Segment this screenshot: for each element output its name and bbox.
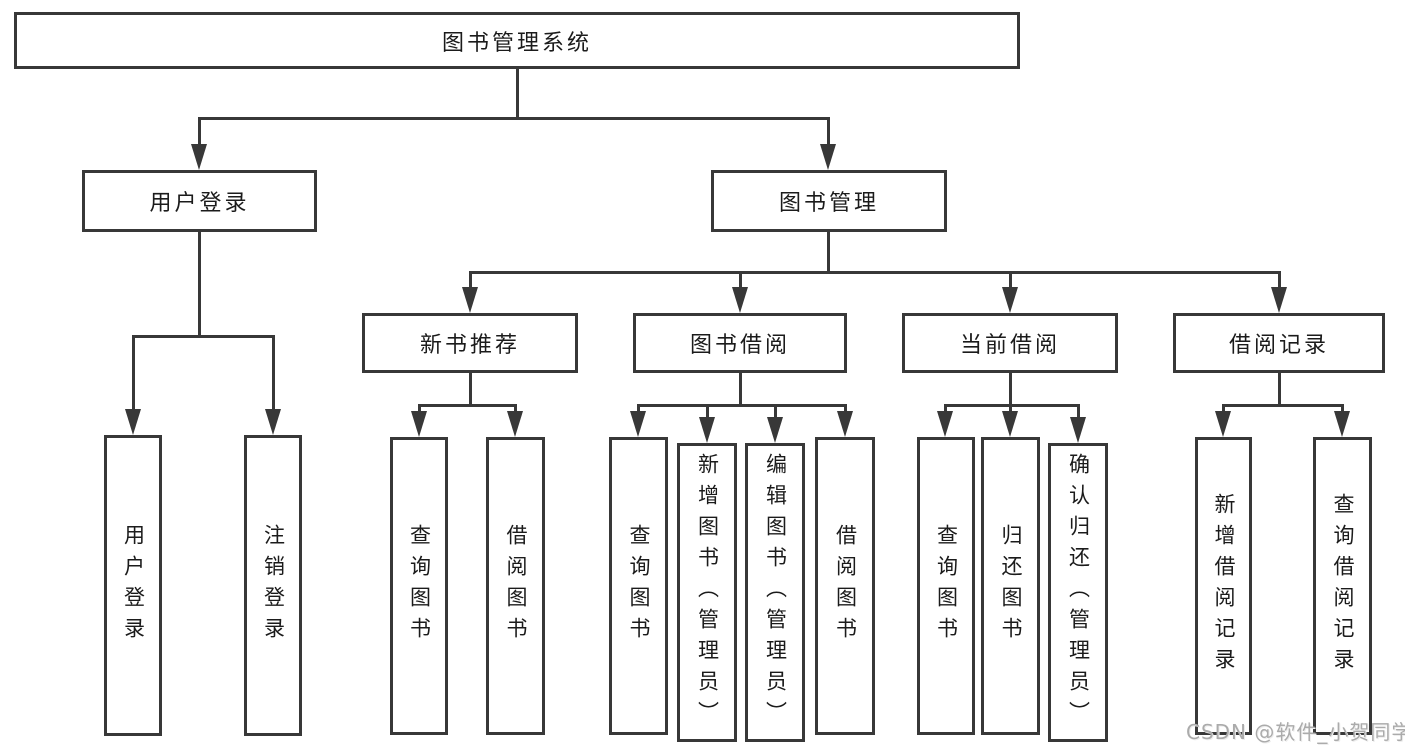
node-label: 新增图书（管理员） xyxy=(695,453,720,732)
node-borrowing-records: 借阅记录 xyxy=(1173,313,1385,373)
connector-line xyxy=(1008,373,1012,407)
node-leaf-borrow-books-1: 借阅图书 xyxy=(486,437,545,735)
connector-line xyxy=(1221,403,1344,407)
arrow-down-icon xyxy=(820,144,836,170)
node-label: 借阅记录 xyxy=(1228,333,1329,358)
arrow-down-icon xyxy=(125,409,141,435)
connector-line xyxy=(738,272,742,291)
connector-line xyxy=(468,272,472,291)
arrow-down-icon xyxy=(265,409,281,435)
connector-line xyxy=(468,373,472,407)
connector-line xyxy=(131,336,135,413)
node-leaf-query-books-1: 查询图书 xyxy=(390,437,448,735)
watermark: CSDN @软件_小贺同学 xyxy=(1186,720,1405,744)
connector-line xyxy=(943,405,947,415)
node-label: 注销登录 xyxy=(261,523,286,648)
connector-line xyxy=(843,405,847,415)
connector-line xyxy=(826,118,830,148)
connector-line xyxy=(1008,405,1012,415)
arrow-down-icon xyxy=(699,417,715,443)
connector-line xyxy=(636,403,847,407)
connector-line xyxy=(773,405,777,421)
node-leaf-borrow-books-2: 借阅图书 xyxy=(815,437,875,735)
node-label: 图书管理系统 xyxy=(441,30,592,56)
node-leaf-confirm-return-admin: 确认归还（管理员） xyxy=(1048,443,1108,742)
node-label: 借阅图书 xyxy=(504,524,528,648)
node-leaf-query-books-3: 查询图书 xyxy=(917,437,975,735)
node-book-management: 图书管理 xyxy=(711,170,947,232)
arrow-down-icon xyxy=(767,417,783,443)
connector-line xyxy=(826,232,830,274)
node-label: 图书管理 xyxy=(778,191,879,216)
arrow-down-icon xyxy=(1271,287,1287,313)
node-label: 查询图书 xyxy=(934,524,959,648)
connector-line xyxy=(513,405,517,415)
connector-line xyxy=(943,403,1080,407)
node-leaf-edit-books-admin: 编辑图书（管理员） xyxy=(745,443,805,742)
node-label: 用户登录 xyxy=(121,523,146,648)
node-label: 查询图书 xyxy=(407,524,432,648)
arrow-down-icon xyxy=(411,411,427,437)
node-leaf-query-borrow-record: 查询借阅记录 xyxy=(1313,437,1372,735)
node-current-borrowing: 当前借阅 xyxy=(902,313,1118,373)
node-label: 查询借阅记录 xyxy=(1331,493,1355,679)
node-leaf-add-books-admin: 新增图书（管理员） xyxy=(677,443,737,742)
arrow-down-icon xyxy=(1002,411,1018,437)
arrow-down-icon xyxy=(837,411,853,437)
node-label: 借阅图书 xyxy=(833,524,858,648)
connector-line xyxy=(515,68,519,120)
connector-line xyxy=(1277,272,1281,291)
connector-line xyxy=(738,373,742,407)
connector-line xyxy=(705,405,709,421)
connector-line xyxy=(1008,272,1012,291)
node-leaf-add-borrow-record: 新增借阅记录 xyxy=(1195,437,1252,735)
node-leaf-logout: 注销登录 xyxy=(244,435,302,736)
node-book-borrowing: 图书借阅 xyxy=(633,313,847,373)
connector-line xyxy=(197,232,201,338)
arrow-down-icon xyxy=(1334,411,1350,437)
node-label: 查询图书 xyxy=(627,524,651,648)
connector-line xyxy=(1076,405,1080,421)
node-leaf-query-books-2: 查询图书 xyxy=(609,437,668,735)
connector-line xyxy=(1221,405,1225,415)
node-label: 新增借阅记录 xyxy=(1212,493,1236,679)
node-label: 当前借阅 xyxy=(959,333,1060,358)
connector-line xyxy=(197,118,201,148)
node-label: 确认归还（管理员） xyxy=(1066,453,1091,732)
connector-line xyxy=(1340,405,1344,415)
node-leaf-return-books: 归还图书 xyxy=(981,437,1040,735)
node-label: 用户登录 xyxy=(149,191,250,216)
node-label: 新书推荐 xyxy=(419,333,520,358)
connector-line xyxy=(271,336,275,413)
connector-line xyxy=(197,116,830,120)
connector-line xyxy=(468,270,1281,274)
node-new-book-recommend: 新书推荐 xyxy=(362,313,578,373)
arrow-down-icon xyxy=(1215,411,1231,437)
connector-line xyxy=(417,405,421,415)
arrow-down-icon xyxy=(937,411,953,437)
arrow-down-icon xyxy=(1002,287,1018,313)
arrow-down-icon xyxy=(462,287,478,313)
connector-line xyxy=(1277,373,1281,407)
arrow-down-icon xyxy=(1070,417,1086,443)
connector-line xyxy=(131,334,275,338)
arrow-down-icon xyxy=(507,411,523,437)
connector-line xyxy=(636,405,640,415)
arrow-down-icon xyxy=(630,411,646,437)
node-leaf-user-login: 用户登录 xyxy=(104,435,162,736)
node-user-login: 用户登录 xyxy=(82,170,317,232)
node-root: 图书管理系统 xyxy=(14,12,1020,69)
node-label: 图书借阅 xyxy=(689,333,790,358)
arrow-down-icon xyxy=(732,287,748,313)
arrow-down-icon xyxy=(191,144,207,170)
connector-line xyxy=(417,403,517,407)
node-label: 编辑图书（管理员） xyxy=(763,453,788,732)
node-label: 归还图书 xyxy=(999,524,1023,648)
